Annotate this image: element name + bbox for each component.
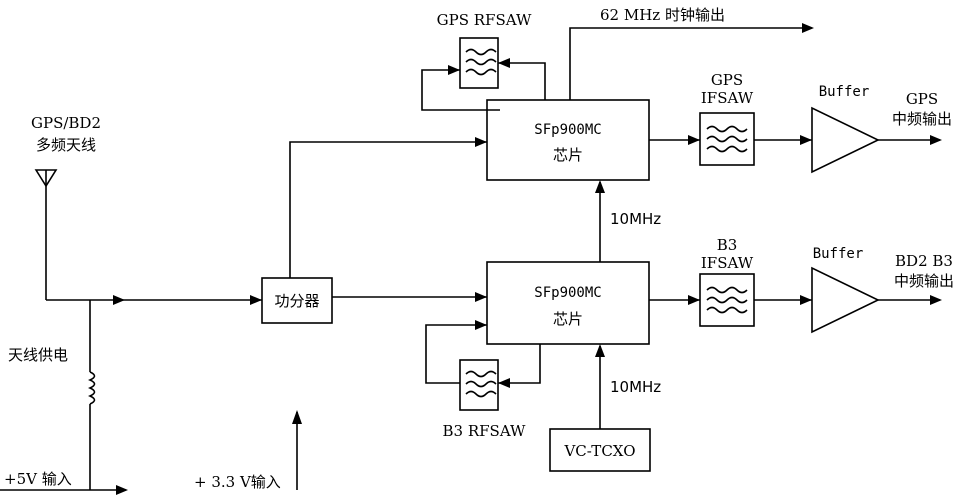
rfsaw-top-loop [421,58,546,111]
buffer-top-triangle [811,106,880,174]
ifsaw-top-to-buffer-line [754,135,812,145]
ifsaw-top-filter-icon [699,112,755,166]
buffer-bottom-label: Buffer [813,246,864,262]
antenna-power-label: 天线供电 [8,346,68,364]
rfsaw-bottom-loop [425,320,541,388]
ref-link-label: 10MHz [610,210,661,228]
buffer-top-label: Buffer [819,84,870,100]
ifsaw-top-label-line1: GPS [711,71,743,89]
ifsaw-bottom-label-line1: B3 [717,236,738,254]
output-top-label-line2: 中频输出 [892,110,952,128]
chip-top-label-line1: SFp900MC [534,122,601,138]
tcxo-label: VC-TCXO [563,442,635,460]
chip-top-to-ifsaw-line [649,135,700,145]
ifsaw-bottom-filter-icon [699,273,755,327]
rfsaw-top-label: GPS RFSAW [437,11,532,29]
chip-bottom-box [486,261,650,345]
chip-bottom-to-ifsaw-line [649,295,700,305]
tcxo-to-chip-line [595,344,605,429]
chip-bottom-label-line2: 芯片 [553,310,583,328]
rfsaw-bottom-label: B3 RFSAW [443,422,527,440]
plus5v-line [0,485,128,495]
output-bottom-line [878,295,942,305]
antenna-icon [34,169,58,300]
plus3v3-label: + 3.3 V输入 [194,473,281,491]
ifsaw-bottom-label-line2: IFSAW [701,254,754,272]
chip-bottom-label-line1: SFp900MC [534,285,601,301]
output-bottom-label-line2: 中频输出 [894,272,954,290]
chip-top-label-line2: 芯片 [553,146,583,164]
splitter-label: 功分器 [274,292,319,310]
antenna-label-line2: 多频天线 [36,136,96,154]
output-top-label-line1: GPS [906,90,938,108]
ref-link-line [595,180,605,262]
rfsaw-top-filter-icon [459,37,499,89]
tcxo-box [549,428,651,472]
chip-top-box [486,99,650,181]
clock-out-line [569,23,814,100]
plus3v3-arrow [292,410,302,490]
inductor-icon [88,300,96,490]
ifsaw-bottom-to-buffer-line [754,295,812,305]
plus5v-label: +5V 输入 [4,470,72,488]
antenna-label-line1: GPS/BD2 [31,114,101,132]
tcxo-freq-label: 10MHz [610,378,661,396]
output-top-line [878,135,942,145]
splitter-to-top-chip-line [289,137,487,278]
splitter-box [261,277,333,324]
antenna-feed-line [46,295,262,305]
ifsaw-top-label-line2: IFSAW [701,89,754,107]
output-bottom-label-line1: BD2 B3 [895,252,953,270]
clock-out-label: 62 MHz 时钟输出 [600,6,725,24]
rfsaw-bottom-filter-icon [459,359,499,411]
buffer-bottom-triangle [811,266,880,334]
splitter-to-bottom-chip-line [332,292,487,302]
